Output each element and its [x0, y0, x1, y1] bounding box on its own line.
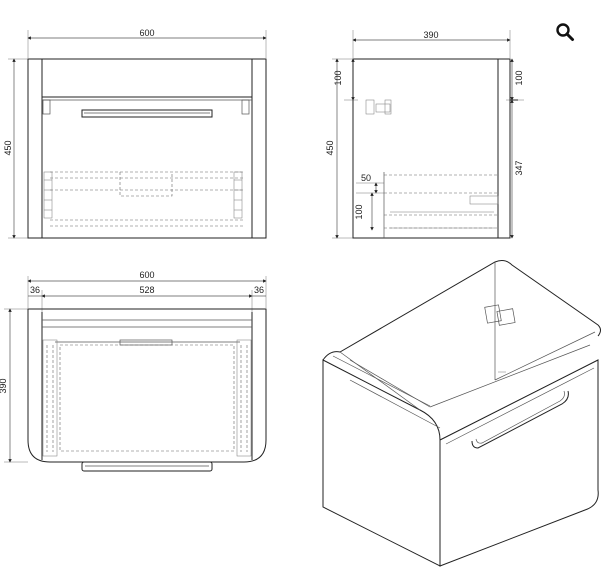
isometric-view — [322, 260, 601, 567]
top-depth-label: 390 — [0, 378, 8, 393]
side-top-offset-right-label: 100 — [514, 70, 524, 85]
side-lower-b-label: 100 — [354, 204, 364, 219]
front-handle — [81, 109, 213, 118]
top-view: 600 36 528 36 390 — [0, 270, 267, 472]
front-height-label: 450 — [3, 140, 13, 155]
front-width-label: 600 — [139, 28, 154, 38]
top-inner-width-label: 528 — [139, 285, 154, 295]
top-margin-right-label: 36 — [254, 285, 264, 295]
side-view: 390 450 100 100 347 50 100 — [325, 30, 524, 239]
iso-side-panel — [322, 359, 441, 567]
front-cabinet-outline — [27, 58, 267, 239]
side-cabinet-outline — [352, 58, 511, 239]
front-view: 600 450 — [3, 28, 267, 239]
magnifier-icon[interactable] — [555, 22, 575, 42]
top-width-label: 600 — [139, 270, 154, 280]
side-depth-label: 390 — [423, 30, 438, 40]
side-lower-a-label: 50 — [361, 173, 371, 183]
top-margin-left-label: 36 — [30, 285, 40, 295]
side-height-label: 450 — [325, 140, 335, 155]
iso-drawer-front — [439, 359, 599, 567]
side-top-offset-left-label: 100 — [333, 70, 343, 85]
iso-handle — [471, 390, 569, 449]
side-inner-height-label: 347 — [514, 160, 524, 175]
top-cabinet-outline — [27, 308, 267, 463]
top-handle — [81, 461, 213, 472]
